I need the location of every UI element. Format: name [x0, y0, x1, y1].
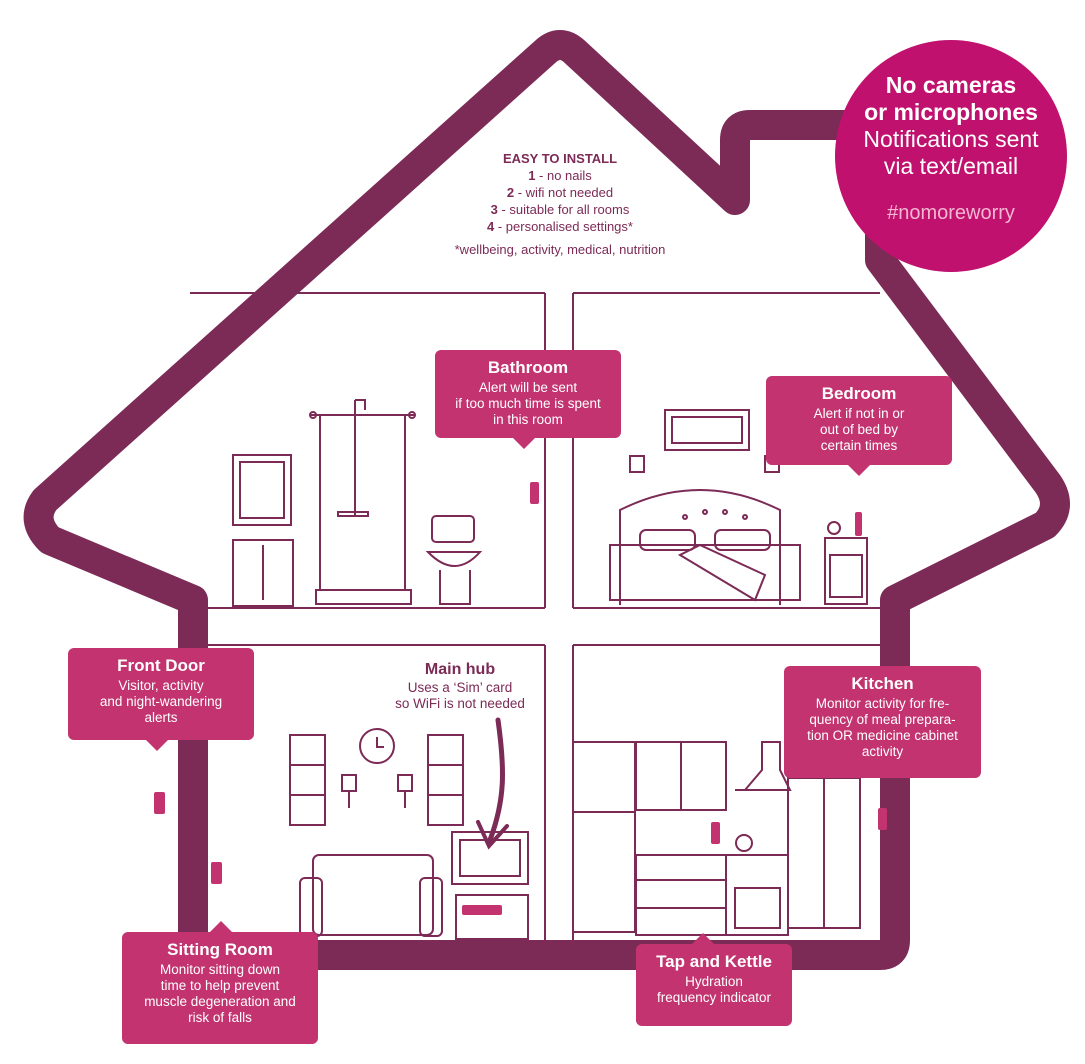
- callout-sitting-room: Sitting Room Monitor sitting down time t…: [122, 921, 318, 1044]
- callout-kitchen: Kitchen Monitor activity for fre- quency…: [784, 666, 981, 778]
- kitchen-sensor: [878, 808, 887, 830]
- callout-front-door: Front Door Visitor, activity and night-w…: [68, 648, 254, 751]
- bathroom-sensor: [530, 482, 539, 504]
- front-door-sensor: [154, 792, 165, 814]
- install-item: 1 - no nails: [528, 168, 592, 183]
- install-info: EASY TO INSTALL 1 - no nails 2 - wifi no…: [390, 150, 730, 258]
- hub-device: [462, 905, 502, 915]
- badge-hashtag: #nomoreworry: [887, 202, 1015, 224]
- bedroom-sensor: [855, 512, 862, 536]
- sitting-room-fixtures-icon: [289, 728, 529, 940]
- install-item: 4 - personalised settings*: [487, 219, 633, 234]
- install-item: 3 - suitable for all rooms: [490, 202, 630, 217]
- bathroom-fixtures-icon: [232, 399, 483, 607]
- room-dividers: [190, 292, 880, 940]
- hub-arrow: [487, 717, 506, 843]
- install-note: *wellbeing, activity, medical, nutrition: [454, 242, 666, 257]
- main-hub-label: Main hub Uses a ‘Sim’ card so WiFi is no…: [395, 661, 525, 711]
- install-item: 2 - wifi not needed: [506, 185, 614, 200]
- tap-sensor: [711, 822, 720, 844]
- hub-arrow-head: [476, 820, 509, 850]
- install-heading: EASY TO INSTALL: [502, 151, 618, 166]
- kitchen-fixtures-icon: [572, 741, 861, 936]
- callout-bathroom: Bathroom Alert will be sent if too much …: [435, 350, 621, 449]
- callout-bedroom: Bedroom Alert if not in or out of bed by…: [766, 376, 952, 476]
- entry-sensor: [211, 862, 222, 884]
- callout-tap-kettle: Tap and Kettle Hydration frequency indic…: [636, 933, 792, 1026]
